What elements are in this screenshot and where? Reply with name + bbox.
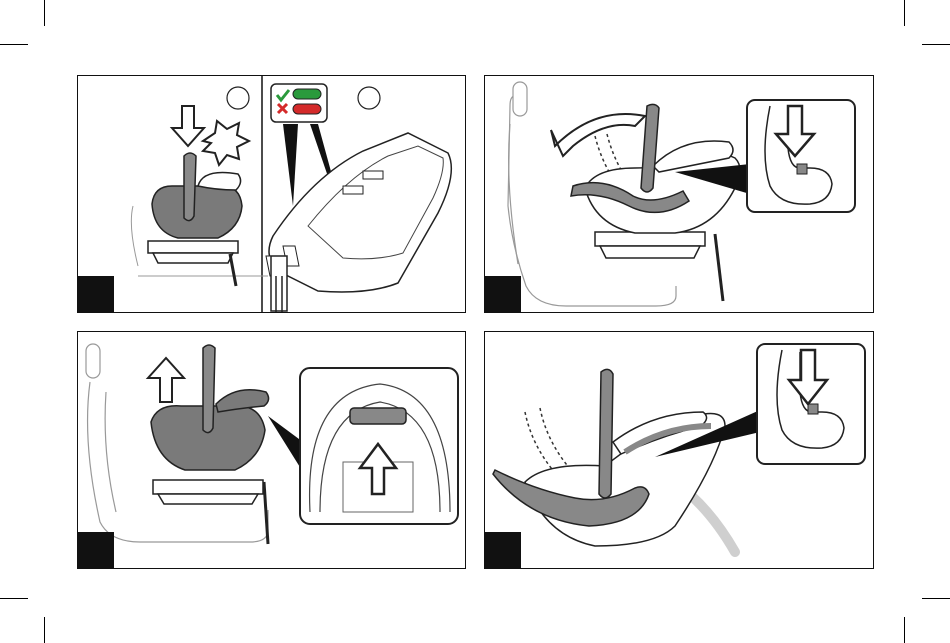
- instruction-panel-1: [77, 75, 466, 313]
- circle-marker: [227, 87, 249, 109]
- crop-mark: [0, 598, 28, 599]
- instruction-panel-3: [77, 331, 466, 569]
- panel-3-illustration: [78, 332, 466, 569]
- step-number-badge: [78, 532, 114, 568]
- instruction-panel-2: [484, 75, 874, 313]
- carry-handle: [203, 345, 215, 433]
- instruction-panel-4: [484, 331, 874, 569]
- crop-mark: [44, 0, 45, 26]
- crop-mark: [904, 0, 905, 26]
- circle-marker: [358, 87, 380, 109]
- panel-2-illustration: [485, 76, 874, 313]
- panel-4-illustration: [485, 332, 874, 569]
- isofix-base: [269, 133, 451, 292]
- arrow-up-icon: [148, 358, 184, 402]
- impact-burst-icon: [203, 121, 249, 165]
- crop-mark: [44, 617, 45, 643]
- panel-1-illustration: [78, 76, 466, 313]
- crop-mark: [922, 598, 950, 599]
- step-number-badge: [78, 276, 114, 312]
- crop-mark: [904, 617, 905, 643]
- step-number-badge: [485, 276, 521, 312]
- crop-mark: [922, 44, 950, 45]
- car-seat-shell: [152, 186, 242, 238]
- crop-mark: [0, 44, 28, 45]
- error-indicator: [293, 104, 321, 114]
- ok-indicator: [293, 89, 321, 99]
- step-number-badge: [485, 532, 521, 568]
- rotate-arrow-icon: [551, 114, 645, 156]
- arrow-down-icon: [172, 106, 204, 146]
- carry-handle: [184, 153, 196, 221]
